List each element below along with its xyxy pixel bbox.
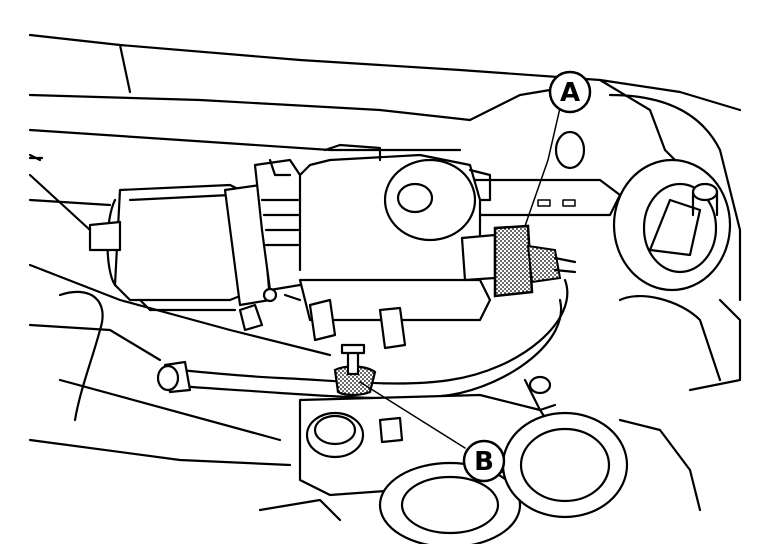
clip-b	[333, 343, 377, 397]
gearbox-housing	[238, 143, 492, 350]
callout-a-label: A	[560, 78, 580, 108]
wiper-link-rod	[463, 130, 622, 217]
wiper-motor	[88, 183, 272, 312]
connector-a	[460, 224, 577, 298]
lower-bracket	[28, 375, 702, 544]
callout-b: B	[462, 439, 506, 483]
wiper-pivot	[608, 93, 742, 392]
callout-a: A	[548, 70, 592, 114]
leader-lines	[359, 107, 561, 449]
callout-b-label: B	[474, 447, 494, 477]
